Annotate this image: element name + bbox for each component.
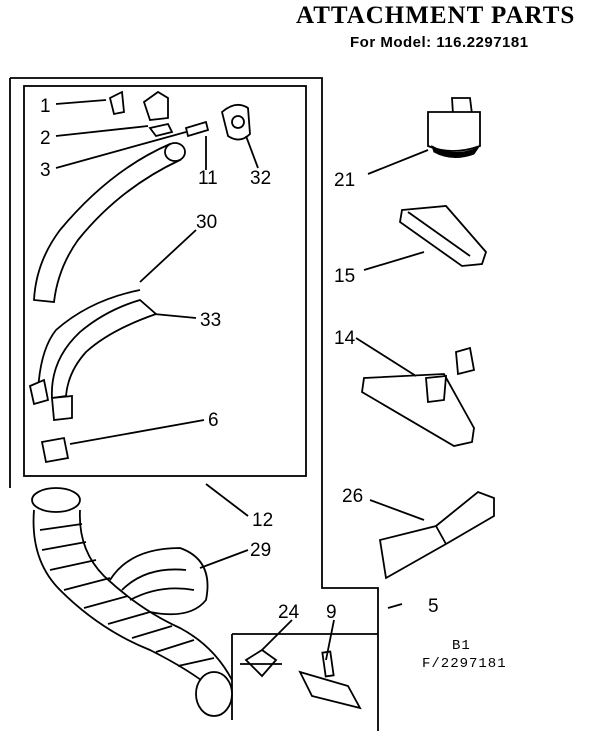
- part-15-upholstery-nozzle: [399, 205, 488, 267]
- part-2-latch: [148, 122, 174, 138]
- callout-33: 33: [200, 310, 221, 331]
- part-26-crevice-tool: [378, 490, 495, 580]
- callout-14: 14: [334, 328, 356, 349]
- wire-connector: [28, 378, 50, 406]
- wand-parts-box: [23, 85, 307, 477]
- part-1-clip: [108, 90, 169, 121]
- outer-frame: [10, 77, 379, 731]
- diagram-title: ATTACHMENT PARTS: [296, 2, 576, 29]
- callout-12: 12: [252, 510, 273, 531]
- callout-5: 5: [428, 596, 439, 617]
- part-14-floor-brush: [361, 346, 476, 447]
- upper-wand-end: [164, 142, 186, 162]
- callout-3: 3: [40, 160, 51, 181]
- callout-6: 6: [208, 410, 219, 431]
- part-32-swivel: [220, 103, 251, 141]
- part-30-wire: [37, 289, 141, 393]
- callout-15: 15: [334, 266, 355, 287]
- callout-26: 26: [342, 486, 363, 507]
- callout-21: 21: [334, 170, 355, 191]
- part-6-coupling: [40, 436, 70, 464]
- callout-9: 9: [326, 602, 337, 623]
- part-21-dusting-brush: [427, 97, 481, 158]
- leader-lines: [55, 99, 429, 661]
- callout-11: 11: [198, 168, 218, 189]
- callout-1: 1: [40, 96, 51, 117]
- callout-32: 32: [250, 168, 271, 189]
- lower-wand-end: [51, 395, 73, 421]
- part-33-lower-wand: [51, 298, 158, 400]
- callout-2: 2: [40, 128, 51, 149]
- model-subtitle: For Model: 116.2297181: [350, 34, 529, 51]
- part-9-switch: [298, 650, 362, 710]
- part-29-hose: [31, 487, 233, 717]
- ref-code-f: F/2297181: [422, 656, 507, 672]
- part-24-bracket: [240, 648, 282, 678]
- ref-code-b1: B1: [452, 638, 471, 654]
- callout-24: 24: [278, 602, 300, 623]
- part-11-pin: [184, 120, 210, 138]
- callout-29: 29: [250, 540, 271, 561]
- hose-end-box: [231, 633, 378, 720]
- callout-30: 30: [196, 212, 217, 233]
- upper-wand: [33, 142, 182, 303]
